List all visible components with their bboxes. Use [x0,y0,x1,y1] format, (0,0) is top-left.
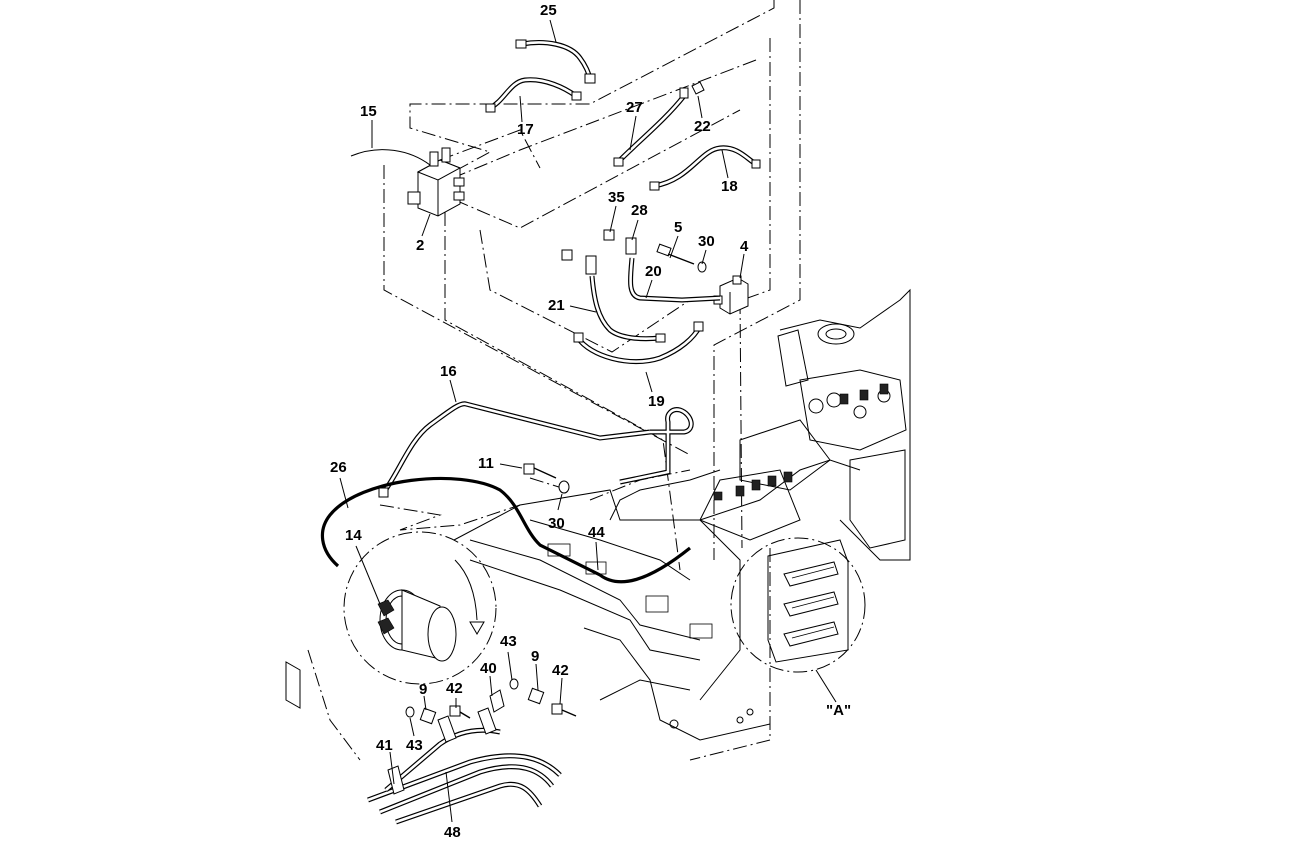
callout-11: 11 [478,455,494,472]
callout-19: 19 [648,393,665,410]
callout-30-lower: 30 [548,515,565,532]
callout-40: 40 [480,660,497,677]
fittings-28-35 [561,229,637,275]
callout-5: 5 [674,219,683,236]
valve-block-4 [713,275,749,315]
callout-18: 18 [721,178,738,195]
callout-9-right: 9 [531,648,540,665]
callout-20: 20 [645,263,662,280]
callout-48: 48 [444,824,461,841]
callout-41: 41 [376,737,393,754]
tube-16 [378,401,694,498]
callout-42-left: 42 [446,680,463,697]
callout-28: 28 [631,202,648,219]
callout-30-upper: 30 [698,233,715,250]
callout-22: 22 [694,118,711,135]
callout-15: 15 [360,103,377,120]
callout-43-left: 43 [406,737,423,754]
hose-26-44 [320,476,691,584]
callout-9-left: 9 [419,681,428,698]
callout-27: 27 [626,99,643,116]
callout-17: 17 [517,121,534,138]
callout-25: 25 [540,2,557,19]
routing-dash-lines [307,0,801,761]
callout-16: 16 [440,363,457,380]
callout-42-right: 42 [552,662,569,679]
drive-motor-14 [377,589,457,662]
callout-14: 14 [345,527,362,544]
hose-bundle-clamps [367,678,577,825]
callout-43-right: 43 [500,633,517,650]
bolt-11-washer-30 [523,463,570,494]
upper-hoses [350,39,761,191]
callout-detail-a: "A" [826,702,852,719]
steps-detail-a [767,539,849,663]
callout-4: 4 [740,238,749,255]
leader-lines [339,19,837,823]
engine-assembly [699,288,911,561]
callout-21: 21 [548,297,565,314]
hoses-20-21-19 [573,257,721,364]
machine-frame [285,459,861,741]
detail-circles [343,531,866,685]
bolt-5-washer-30 [656,243,707,273]
callout-44: 44 [588,524,605,541]
callout-35: 35 [608,189,625,206]
callout-26: 26 [330,459,347,476]
callout-2: 2 [416,237,425,254]
valve-block-2 [407,147,465,217]
